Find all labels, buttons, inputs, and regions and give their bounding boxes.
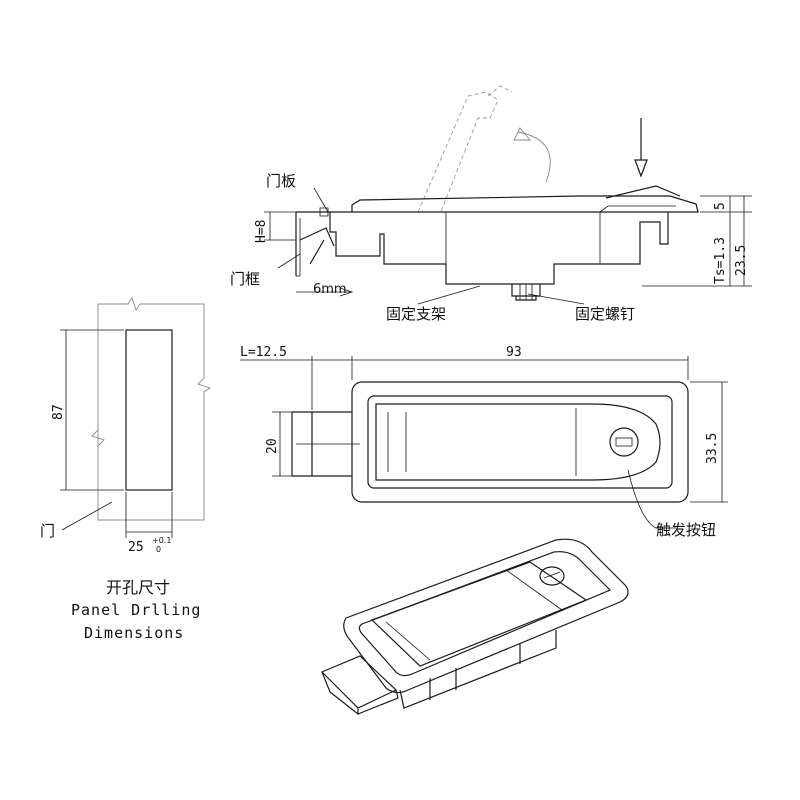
panel-cutout-view: 87 25 +0.1 0 门 开孔尺寸 Panel Drlling Dimens…	[40, 296, 212, 642]
face-plate	[351, 195, 699, 213]
dim-ts: Ts=1.3	[713, 237, 728, 284]
leader-fixing-screw	[527, 293, 585, 305]
handle-open-tip	[487, 85, 513, 97]
door-frame-latch	[299, 227, 335, 265]
dim-l: L=12.5	[240, 345, 287, 360]
dim-25-lines	[125, 492, 173, 538]
dim-top-lines	[240, 356, 689, 410]
leader-trigger-button	[627, 469, 676, 529]
iso-plate-outer	[343, 538, 629, 694]
label-door-frame: 门框	[230, 270, 260, 288]
cutout-rect	[125, 329, 173, 491]
leader-door-panel	[313, 187, 329, 213]
tol-upper: +0.1	[152, 536, 171, 545]
push-arrow	[634, 118, 648, 178]
leader-door-frame	[277, 253, 301, 269]
dim-33-5: 33.5	[705, 433, 720, 464]
iso-key-slot	[543, 571, 561, 579]
iso-handle-ribs	[385, 569, 563, 661]
iso-plate-inner	[358, 551, 612, 677]
top-view: L=12.5 93 20 33.5 触发按钮	[240, 345, 728, 539]
latch-tongue	[291, 411, 352, 477]
plate-inner-line	[599, 205, 676, 213]
handle-top	[375, 403, 661, 481]
dim-87: 87	[51, 404, 66, 420]
iso-handle	[370, 561, 588, 667]
isometric-view	[320, 538, 629, 716]
handle-open-ghost	[417, 91, 499, 215]
top-plate-outer	[351, 381, 689, 503]
label-trigger-button: 触发按钮	[656, 521, 716, 539]
key-slot	[615, 437, 633, 447]
dim-93: 93	[506, 345, 522, 360]
title-en-line2: Dimensions	[84, 624, 184, 642]
label-door: 门	[40, 522, 55, 540]
iso-key-lock	[539, 566, 565, 586]
dim-87-lines	[60, 329, 124, 491]
trigger-button-side	[605, 185, 681, 199]
side-view: 门板 门框 固定支架 固定螺钉 6mm H=8 5 Ts=1.3 23.5	[230, 85, 752, 323]
dim-6mm-arrow	[339, 287, 354, 297]
dim-25: 25	[128, 540, 144, 555]
dim-23-5: 23.5	[734, 245, 749, 276]
door-panel-thickness	[296, 218, 301, 277]
top-plate-inner	[367, 395, 673, 489]
tol-lower: 0	[156, 545, 161, 554]
door-outline	[91, 296, 212, 521]
dim-h: H=8	[254, 220, 269, 243]
dim-5: 5	[713, 202, 728, 210]
leader-door	[61, 501, 113, 531]
screw-thread	[519, 284, 533, 300]
dim-right-lines	[642, 195, 752, 287]
iso-body	[399, 630, 557, 709]
label-fixing-bracket: 固定支架	[386, 305, 446, 323]
dim-20: 20	[265, 438, 280, 454]
door-panel-line	[295, 211, 352, 276]
iso-latch-tongue	[320, 655, 399, 716]
title-en-line1: Panel Drlling	[71, 601, 201, 619]
lock-body	[329, 212, 669, 285]
key-lock	[609, 427, 639, 457]
dim-20-lines	[272, 411, 292, 477]
rotation-arrow	[517, 131, 551, 183]
dim-h-lines	[264, 211, 296, 241]
body-internal-lines	[445, 212, 601, 264]
label-fixing-screw: 固定螺钉	[575, 305, 635, 323]
handle-ribs	[387, 408, 577, 476]
title-cn: 开孔尺寸	[106, 578, 170, 597]
label-door-panel: 门板	[266, 172, 296, 190]
dim-33-5-lines	[690, 381, 728, 503]
dim-6mm: 6mm	[313, 282, 347, 297]
rotation-arrow-head	[513, 127, 531, 141]
leader-fixing-bracket	[417, 285, 481, 305]
